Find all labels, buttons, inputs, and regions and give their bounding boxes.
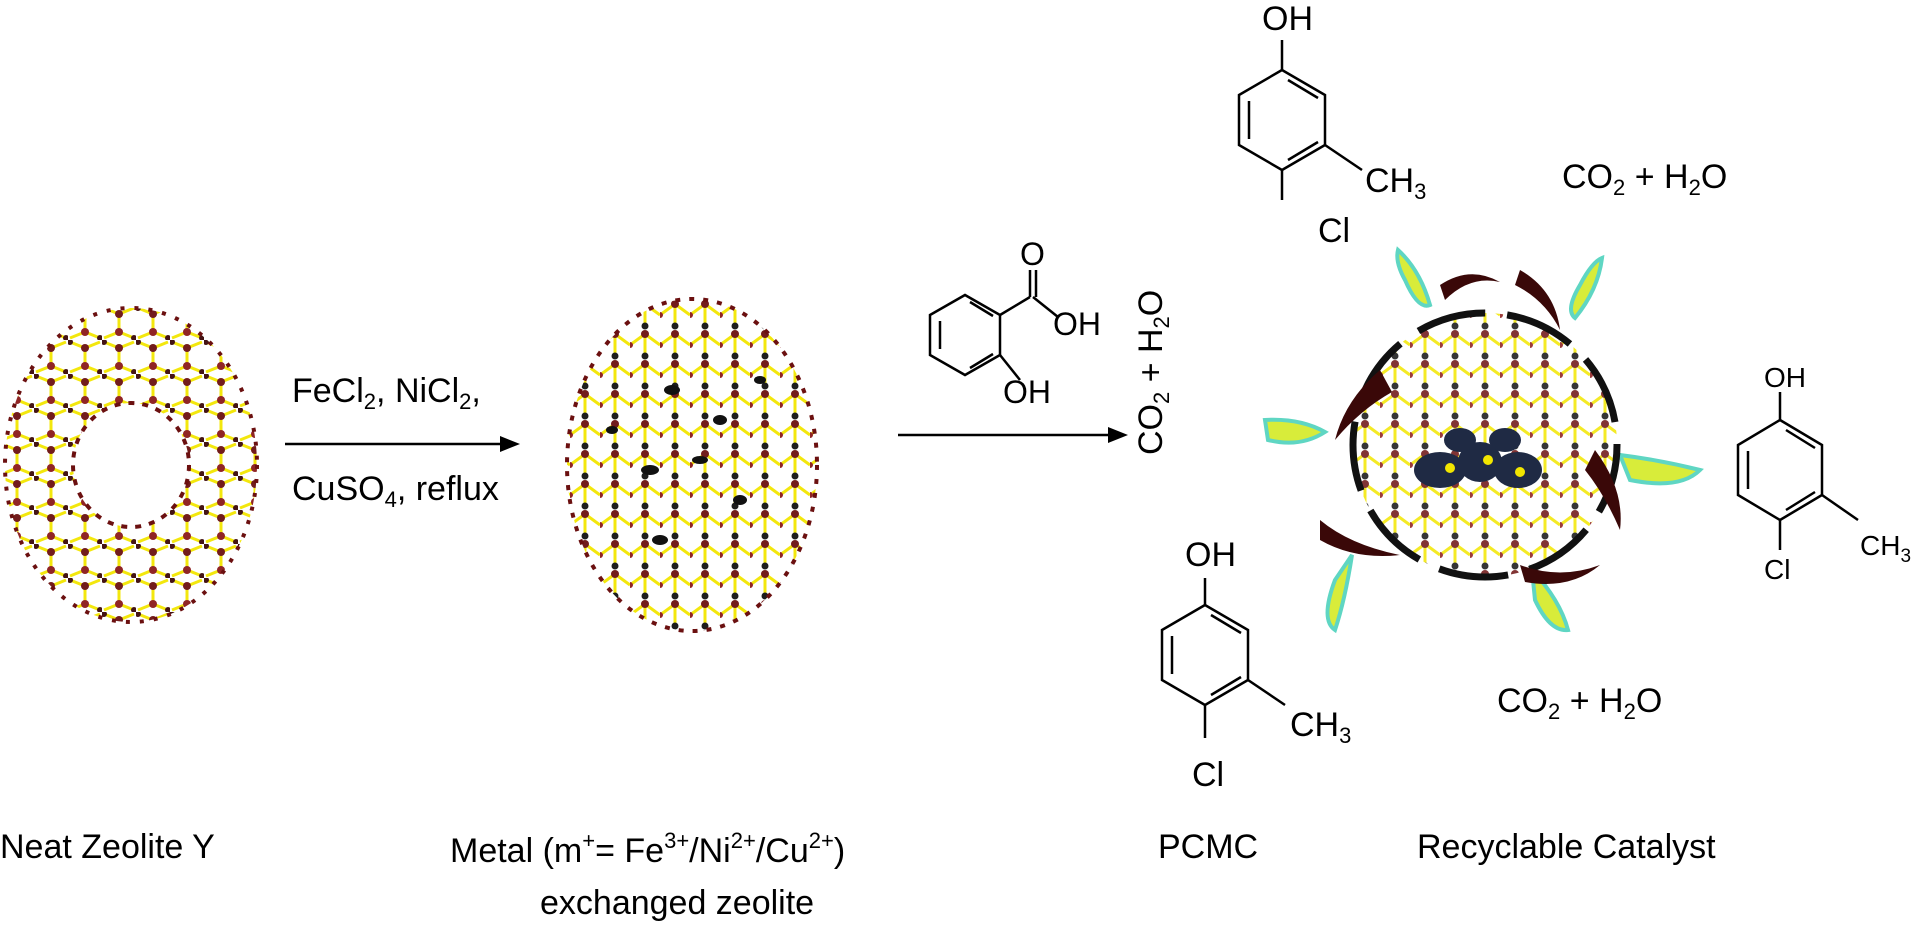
salicylic-carbonyl-o: O <box>1020 236 1045 272</box>
reaction-arrow-2 <box>898 427 1128 443</box>
caption-recyclable-catalyst: Recyclable Catalyst <box>1417 828 1716 866</box>
caption-neat-zeolite: Neat Zeolite Y <box>0 828 215 866</box>
salicylic-phenol-oh: OH <box>1003 374 1051 410</box>
metal-exchanged-zeolite-cage <box>565 297 819 633</box>
pcmc-right-oh: OH <box>1764 362 1806 393</box>
reaction-arrow-1 <box>285 436 520 452</box>
co2-h2o-rotated: CO2 + H2O <box>1132 289 1174 455</box>
pcmc-structure-bottom <box>1160 578 1286 738</box>
caption-exchanged-zeolite: exchanged zeolite <box>540 884 815 922</box>
pcmc-right-ch3: CH3 <box>1860 530 1912 567</box>
pcmc-structure-right <box>1736 392 1859 550</box>
co2-h2o-bottom: CO2 + H2O <box>1497 682 1663 724</box>
pcmc-top-ch3: CH3 <box>1365 162 1427 204</box>
salicylic-acid-structure <box>928 270 1059 381</box>
salicylic-acid-oh: OH <box>1053 306 1101 342</box>
caption-metal-exchanged: Metal (m+= Fe3+/Ni2+/Cu2+) <box>450 828 846 870</box>
pcmc-structure-top <box>1237 40 1363 200</box>
recyclable-catalyst-graphic <box>1262 246 1704 634</box>
reagents-line-1: FeCl2, NiCl2, <box>292 372 481 414</box>
caption-pcmc: PCMC <box>1158 828 1259 866</box>
pcmc-top-cl: Cl <box>1318 212 1351 250</box>
pcmc-top-oh: OH <box>1262 0 1313 38</box>
pcmc-bottom-ch3: CH3 <box>1290 706 1352 748</box>
reagents-line-2: CuSO4, reflux <box>292 470 499 512</box>
neat-zeolite-cage <box>3 306 259 624</box>
pcmc-bottom-oh: OH <box>1185 536 1236 574</box>
pcmc-bottom-cl: Cl <box>1192 756 1225 794</box>
pcmc-right-cl: Cl <box>1764 554 1791 585</box>
co2-h2o-top: CO2 + H2O <box>1562 158 1728 200</box>
